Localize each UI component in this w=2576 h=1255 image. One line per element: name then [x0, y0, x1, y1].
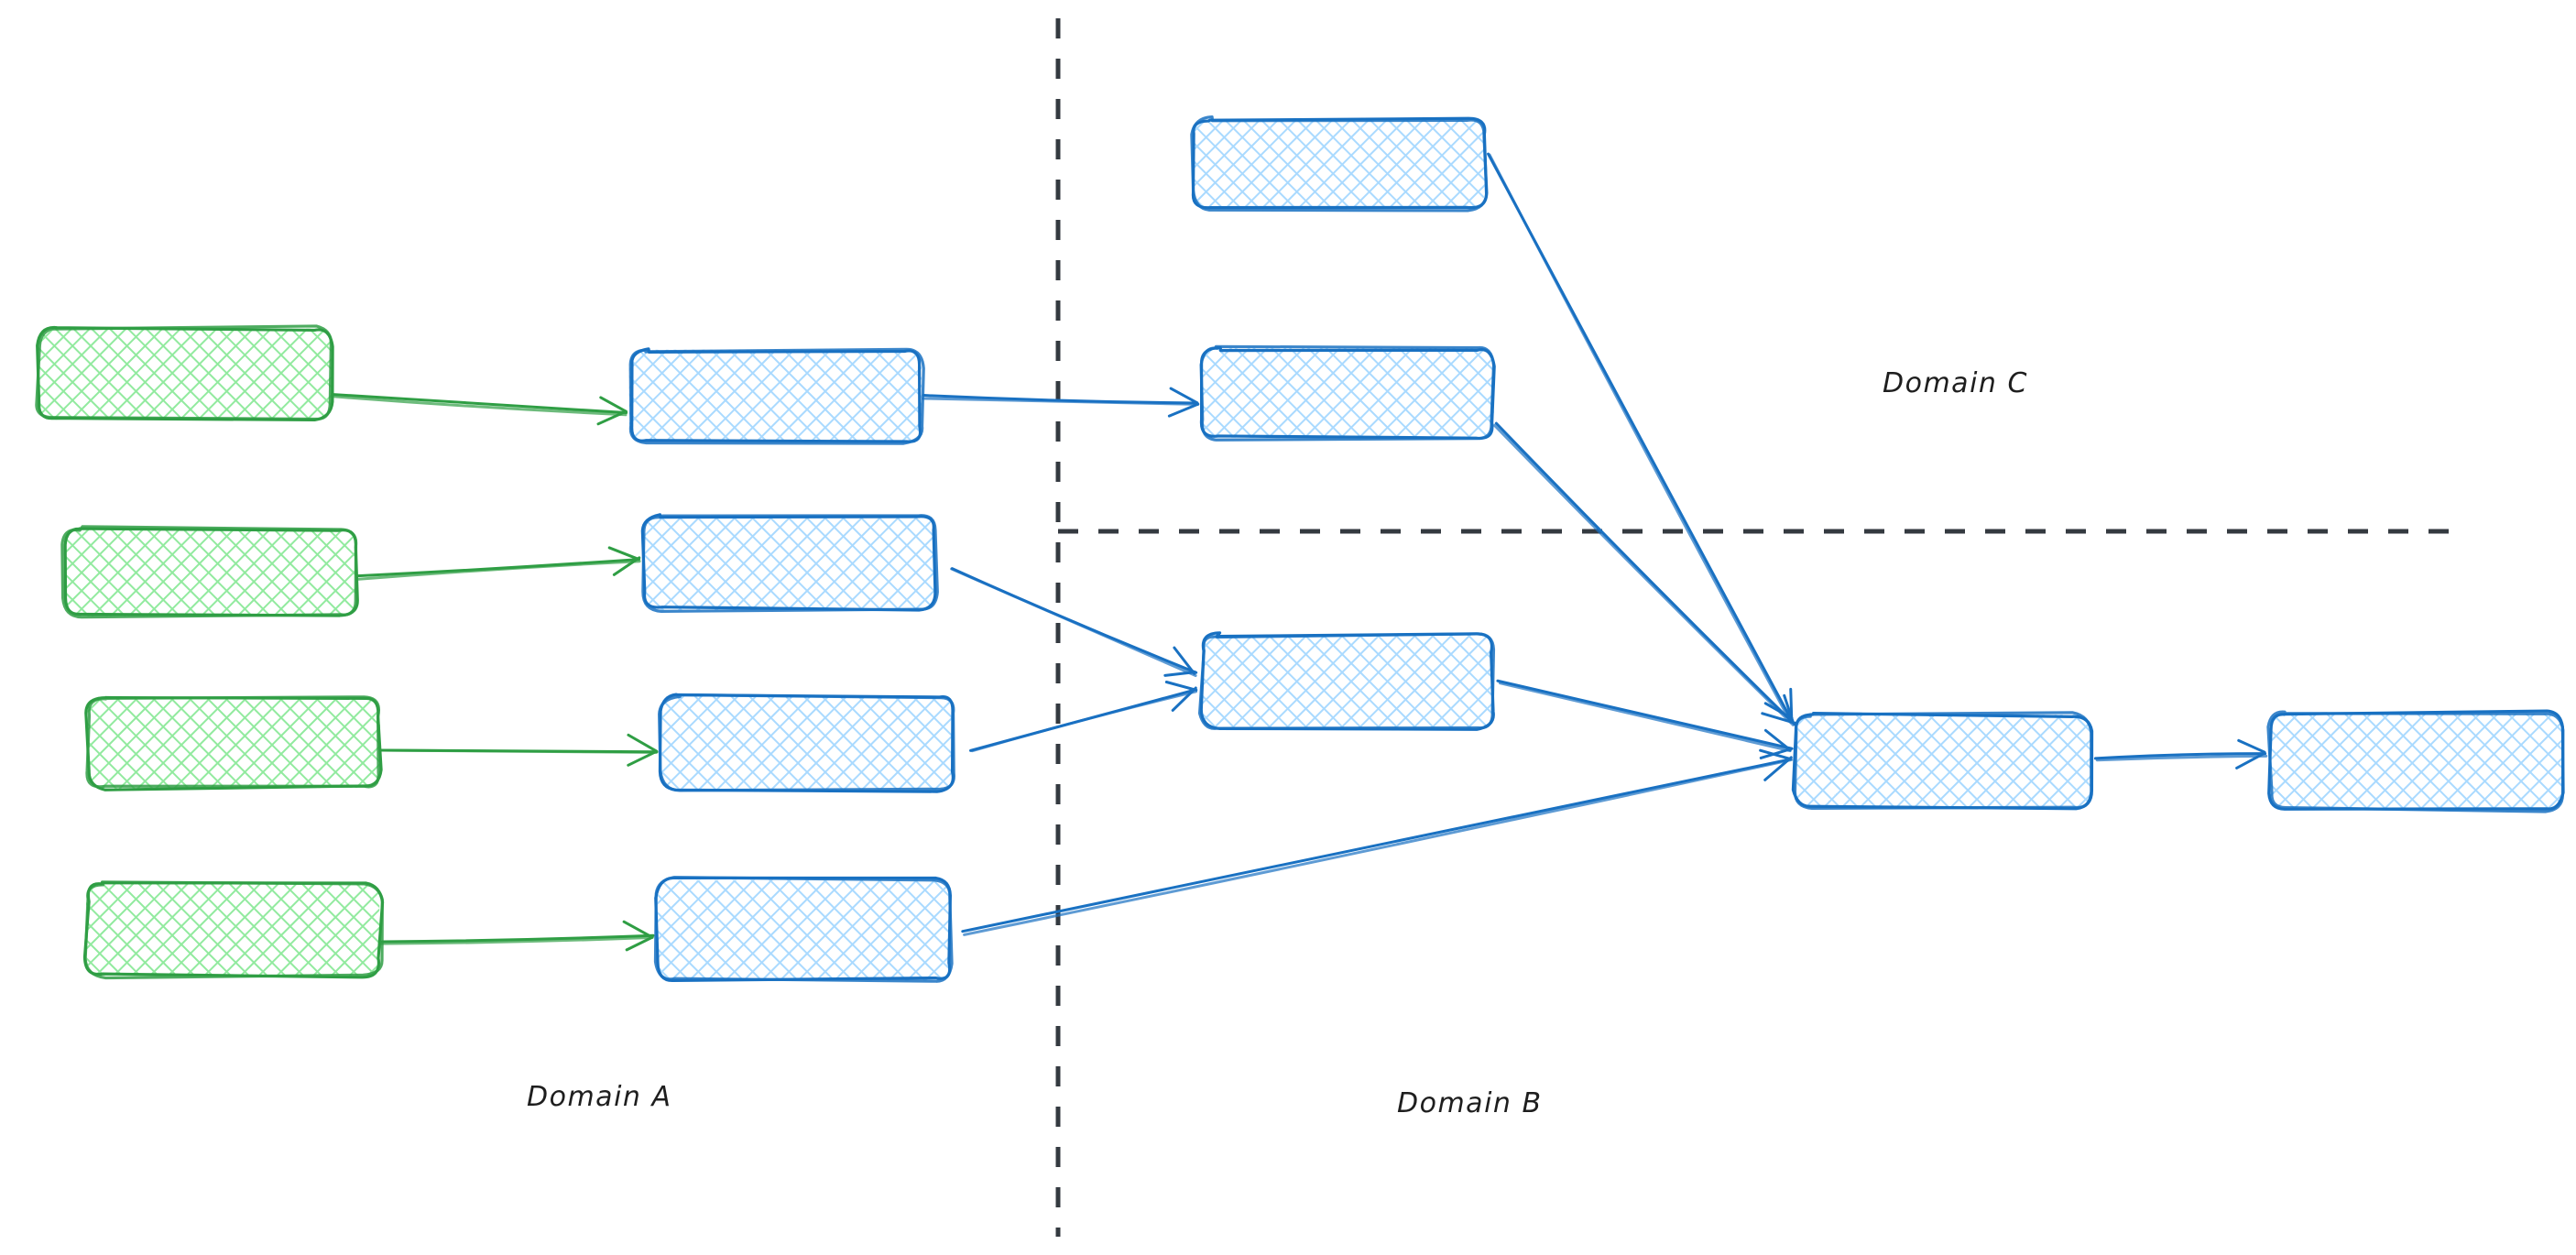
edge-shaft: [961, 758, 1793, 933]
node-fill: [2269, 712, 2562, 811]
domain-dividers: [1055, 18, 2464, 1237]
edge-shaft: [1496, 679, 1793, 750]
edges-layer: [329, 152, 2268, 952]
edge-arrowhead: [612, 556, 641, 576]
edge-shaft: [1488, 153, 1793, 724]
edge-shaft: [950, 567, 1197, 678]
edge-a3-to-b3[interactable]: [379, 733, 659, 767]
edge-arrowhead: [625, 935, 654, 952]
edge-a1-to-b1[interactable]: [329, 392, 628, 426]
edge-b3-to-c3[interactable]: [969, 680, 1198, 753]
node-outline: [60, 525, 358, 619]
node-a4[interactable]: [82, 880, 385, 980]
node-out[interactable]: [2266, 709, 2565, 813]
node-outline: [1197, 632, 1496, 730]
edge-arrowhead: [2237, 738, 2266, 754]
domain-labels-layer: Domain A Domain B Domain C: [527, 367, 2028, 1119]
node-fill: [628, 349, 922, 443]
edge-arrowhead: [599, 396, 628, 413]
node-a3[interactable]: [84, 695, 383, 791]
edge-arrowhead: [1163, 671, 1197, 677]
node-outline: [85, 695, 380, 789]
edge-shaft: [2093, 752, 2267, 760]
edge-arrowhead: [627, 733, 659, 753]
edge-c3-to-hub[interactable]: [1496, 679, 1794, 759]
domain-label-domain-a: Domain A: [527, 1081, 671, 1113]
edge-arrowhead: [1763, 728, 1792, 752]
node-fill: [1200, 347, 1494, 439]
edge-shaft: [963, 758, 1794, 936]
edge-b1-to-c2[interactable]: [921, 387, 1200, 418]
edge-arrowhead: [1171, 686, 1197, 712]
node-outline: [628, 347, 925, 445]
edge-arrowhead: [622, 920, 654, 939]
edge-arrowhead: [607, 546, 640, 562]
node-outline: [2266, 710, 2565, 813]
edge-arrowhead: [1763, 756, 1793, 781]
node-fill: [86, 698, 381, 790]
node-fill: [63, 529, 357, 617]
edge-shaft: [380, 933, 655, 944]
edge-shaft: [357, 560, 641, 581]
node-a2[interactable]: [60, 525, 359, 619]
edge-hub-to-out[interactable]: [2093, 738, 2268, 769]
edge-b2-to-c3[interactable]: [950, 567, 1198, 678]
node-outline: [83, 880, 384, 980]
nodes-layer: [35, 115, 2565, 983]
node-fill: [657, 878, 952, 981]
node-outline: [35, 324, 333, 421]
edge-shaft: [970, 690, 1198, 753]
edge-shaft: [380, 748, 658, 754]
node-b3[interactable]: [658, 693, 955, 793]
edge-arrowhead: [627, 749, 658, 767]
edge-c2-to-hub[interactable]: [1492, 421, 1796, 726]
edge-shaft: [1499, 682, 1792, 753]
node-outline: [658, 693, 955, 792]
node-outline: [1190, 115, 1489, 213]
edge-arrowhead: [1783, 693, 1795, 725]
node-fill: [38, 328, 333, 420]
edge-arrowhead: [1173, 646, 1196, 675]
edge-shaft: [329, 395, 628, 417]
edge-shaft: [2095, 754, 2268, 762]
node-outline: [1199, 344, 1496, 442]
node-c3[interactable]: [1197, 631, 1496, 731]
edge-arrowhead: [1169, 387, 1199, 405]
edge-arrowhead: [1761, 712, 1796, 725]
edge-shaft: [356, 558, 640, 578]
node-outline: [1793, 711, 2093, 810]
edge-shaft: [1492, 423, 1795, 726]
edge-arrowhead: [1759, 747, 1794, 759]
edge-arrowhead: [1167, 402, 1200, 418]
node-b1[interactable]: [628, 347, 925, 445]
node-a1[interactable]: [35, 324, 334, 422]
node-hub[interactable]: [1791, 711, 2094, 811]
node-fill: [1796, 714, 2091, 809]
node-fill: [660, 695, 955, 791]
node-fill: [1193, 118, 1486, 209]
edge-shaft: [921, 397, 1200, 406]
node-fill: [85, 883, 380, 976]
edge-shaft: [378, 935, 654, 945]
edge-a2-to-b2[interactable]: [356, 546, 641, 581]
domain-label-domain-b: Domain B: [1397, 1087, 1543, 1119]
edge-a4-to-b4[interactable]: [378, 920, 655, 952]
node-outline: [641, 514, 939, 613]
node-b4[interactable]: [653, 876, 954, 983]
edge-b4-to-hub[interactable]: [961, 748, 1794, 936]
node-c2[interactable]: [1199, 344, 1496, 442]
node-fill: [1201, 634, 1494, 729]
edge-shaft: [330, 392, 628, 415]
domain-label-domain-c: Domain C: [1883, 367, 2028, 399]
edge-arrowhead: [596, 409, 628, 426]
edge-arrowhead: [1164, 680, 1198, 692]
edge-c1-to-hub[interactable]: [1487, 152, 1794, 724]
node-c1[interactable]: [1190, 115, 1489, 213]
edge-shaft: [1494, 421, 1796, 726]
node-fill: [642, 516, 936, 611]
node-b2[interactable]: [640, 513, 939, 613]
node-outline: [653, 876, 954, 983]
edge-arrowhead: [2235, 751, 2266, 769]
